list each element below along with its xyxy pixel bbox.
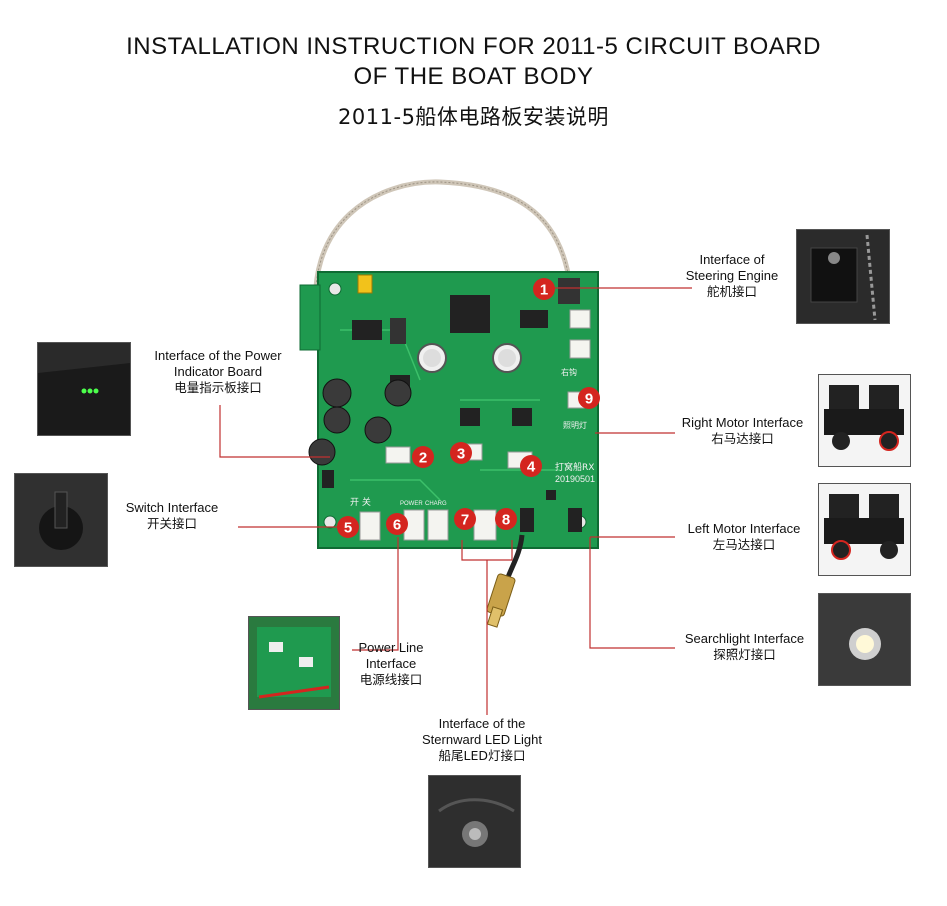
- photo-right-motor: [818, 374, 911, 467]
- label-sternward-led: Interface of the Sternward LED Light 船尾L…: [422, 716, 542, 763]
- marker-9: 9: [578, 387, 600, 409]
- label-searchlight: Searchlight Interface 探照灯接口: [684, 631, 805, 662]
- board-model-text: 打窝船RX: [555, 461, 594, 473]
- marker-7: 7: [454, 508, 476, 530]
- board-right-hook-text: 右钩: [561, 367, 577, 377]
- board-date-text: 20190501: [555, 474, 595, 484]
- board-charg-text: CHARG: [425, 501, 447, 507]
- svg-text:9: 9: [585, 391, 593, 408]
- photo-left-motor: [818, 483, 911, 576]
- svg-text:3: 3: [457, 446, 465, 463]
- marker-5: 5: [337, 516, 359, 538]
- board-power-text: POWER: [400, 501, 423, 507]
- label-left-motor: Left Motor Interface 左马达接口: [687, 521, 801, 552]
- photo-power-line: [248, 616, 340, 710]
- marker-1: 1: [533, 278, 555, 300]
- label-power-indicator: Interface of the Power Indicator Board 电…: [154, 348, 282, 395]
- label-power-line: Power Line Interface 电源线接口: [358, 640, 424, 687]
- svg-text:8: 8: [502, 512, 510, 529]
- photo-searchlight: [818, 593, 911, 686]
- marker-6: 6: [386, 513, 408, 535]
- svg-text:1: 1: [540, 282, 548, 299]
- label-switch: Switch Interface 开关接口: [125, 500, 219, 531]
- label-right-motor: Right Motor Interface 右马达接口: [681, 415, 804, 446]
- svg-text:6: 6: [393, 517, 401, 534]
- photo-sternward-led: [428, 775, 521, 868]
- main-ic: [450, 295, 490, 333]
- label-steering-engine: Interface of Steering Engine 舵机接口: [685, 252, 779, 299]
- board-light-text: 照明灯: [563, 420, 587, 430]
- svg-text:4: 4: [527, 459, 536, 476]
- title-chinese: 2011-5船体电路板安装说明: [338, 105, 609, 129]
- leader-lines: [219, 287, 692, 715]
- svg-text:7: 7: [461, 512, 469, 529]
- svg-text:2: 2: [419, 450, 427, 467]
- title-line-1: INSTALLATION INSTRUCTION FOR 2011-5 CIRC…: [126, 33, 821, 60]
- marker-8: 8: [495, 508, 517, 530]
- svg-text:5: 5: [344, 520, 352, 537]
- marker-3: 3: [450, 442, 472, 464]
- board-switch-text: 开 关: [350, 496, 371, 508]
- title-line-2: OF THE BOAT BODY: [353, 63, 594, 90]
- photo-power-indicator: [37, 342, 131, 436]
- photo-steering-servo: [796, 229, 890, 324]
- photo-switch: [14, 473, 108, 567]
- marker-2: 2: [412, 446, 434, 468]
- marker-4: 4: [520, 455, 542, 477]
